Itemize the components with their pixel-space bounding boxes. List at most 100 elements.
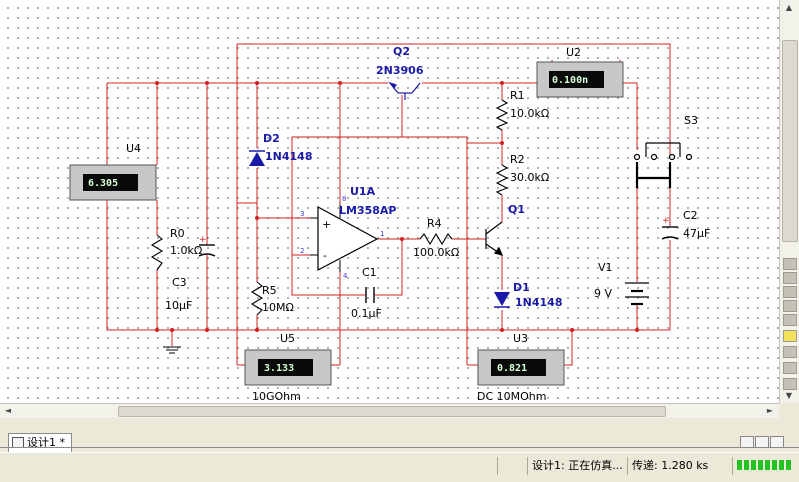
- c3-polarity: +: [199, 235, 207, 245]
- diode-d2[interactable]: [249, 150, 265, 166]
- r1-ref: R1: [510, 89, 525, 102]
- meter-u5-display: 3.133: [264, 363, 294, 374]
- capacitor-c2[interactable]: [661, 226, 679, 240]
- scroll-right-arrow-icon[interactable]: ►: [766, 406, 774, 415]
- design-tab-bar: 设计1 *: [0, 418, 799, 452]
- opamp-pin-4: 4: [343, 272, 348, 280]
- opamp-pin-2: 2: [300, 247, 304, 255]
- progress-segment: [779, 460, 784, 470]
- toolbar-tool-icon[interactable]: [783, 300, 797, 312]
- wire-junctions: [155, 81, 639, 332]
- meter-u5-label: U5: [280, 332, 295, 345]
- progress-segment: [786, 460, 791, 470]
- meter-u2-display: 0.100n: [552, 75, 588, 86]
- horizontal-scrollbar[interactable]: ◄ ►: [0, 403, 779, 418]
- meter-u2[interactable]: 0.100n: [536, 61, 624, 98]
- d1-model: 1N4148: [515, 296, 562, 309]
- c2-polarity: +: [662, 216, 670, 226]
- horizontal-scroll-thumb[interactable]: [118, 406, 666, 417]
- opamp-pin-8: 8: [342, 195, 346, 203]
- status-bar: 设计1: 正在仿真... 传递: 1.280 ks: [0, 452, 799, 482]
- progress-segment: [758, 460, 763, 470]
- capacitor-c1[interactable]: [365, 287, 375, 303]
- progress-segment: [737, 460, 742, 470]
- meter-u3-setting: DC 10MOhm: [477, 390, 546, 403]
- r4-value: 100.0kΩ: [413, 246, 459, 259]
- d2-model: 1N4148: [265, 150, 312, 163]
- meter-u3[interactable]: 0.821: [477, 349, 565, 386]
- opamp-pin-3: 3: [300, 210, 304, 218]
- scroll-left-arrow-icon[interactable]: ◄: [4, 406, 12, 415]
- resistor-r5[interactable]: [250, 281, 264, 316]
- u1a-ref: U1A: [350, 185, 376, 198]
- tab-design-1[interactable]: 设计1 *: [8, 433, 72, 452]
- tab-divider: [0, 447, 799, 448]
- status-transfer: 传递: 1.280 ks: [627, 457, 732, 475]
- opamp-pin-1: 1: [380, 230, 384, 238]
- r1-value: 10.0kΩ: [510, 107, 549, 120]
- r5-ref: R5: [262, 284, 277, 297]
- r5-value: 10MΩ: [262, 301, 294, 314]
- switch-s3[interactable]: [633, 142, 693, 188]
- r0-value: 1.0kΩ: [170, 244, 202, 257]
- toolbar-tool-icon[interactable]: [783, 286, 797, 298]
- meter-u4-label: U4: [126, 142, 141, 155]
- q2-model: 2N3906: [376, 64, 424, 77]
- resistor-r0[interactable]: [150, 234, 164, 271]
- toolbar-tool-icon[interactable]: [783, 346, 797, 358]
- d1-ref: D1: [513, 281, 530, 294]
- q1-ref: Q1: [508, 203, 525, 216]
- meter-u3-label: U3: [513, 332, 528, 345]
- toolbar-tool-icon[interactable]: [783, 362, 797, 374]
- vertical-scroll-thumb[interactable]: [782, 40, 798, 242]
- s3-ref: S3: [684, 114, 698, 127]
- toolbar-tool-icon[interactable]: [783, 314, 797, 326]
- opamp-u1a[interactable]: + -: [310, 205, 379, 272]
- probe-tool-icon[interactable]: [783, 330, 797, 342]
- v1-ref: V1: [598, 261, 613, 274]
- progress-segment: [751, 460, 756, 470]
- opamp-plus-sign: +: [322, 218, 331, 231]
- c2-ref: C2: [683, 209, 698, 222]
- meter-u5-setting: 10GOhm: [252, 390, 301, 403]
- c2-value: 47µF: [683, 227, 710, 240]
- resistor-r2[interactable]: [495, 164, 509, 196]
- resistor-r4[interactable]: [419, 232, 453, 246]
- ground-symbol[interactable]: [163, 346, 181, 354]
- scroll-up-arrow-icon[interactable]: ▲: [785, 3, 793, 12]
- c1-value: 0.1µF: [351, 307, 382, 320]
- scroll-down-arrow-icon[interactable]: ▼: [785, 391, 793, 400]
- v1-value: 9 V: [594, 287, 612, 300]
- toolbar-tool-icon[interactable]: [783, 378, 797, 390]
- transistor-q1[interactable]: [485, 221, 504, 256]
- diode-d1[interactable]: [494, 292, 510, 308]
- c1-ref: C1: [362, 266, 377, 279]
- progress-segment: [772, 460, 777, 470]
- c3-value: 10µF: [165, 299, 192, 312]
- battery-v1[interactable]: [625, 282, 649, 306]
- meter-u5[interactable]: 3.133: [244, 349, 332, 386]
- meter-u4[interactable]: 6.305: [69, 164, 157, 201]
- r4-ref: R4: [427, 217, 442, 230]
- transistor-q2[interactable]: [388, 81, 421, 100]
- progress-segment: [765, 460, 770, 470]
- vertical-scrollbar[interactable]: ▲ ▼: [779, 0, 799, 403]
- meter-u2-label: U2: [566, 46, 581, 59]
- c3-ref: C3: [172, 276, 187, 289]
- d2-ref: D2: [263, 132, 280, 145]
- r0-ref: R0: [170, 227, 185, 240]
- progress-segment: [744, 460, 749, 470]
- schematic-canvas[interactable]: 6.305 U4 0.100n U2 3.133 U5 10GOhm 0.821…: [0, 0, 779, 403]
- opamp-minus-sign: -: [323, 249, 327, 262]
- r2-value: 30.0kΩ: [510, 171, 549, 184]
- resistor-r1[interactable]: [495, 99, 509, 131]
- capacitor-c3[interactable]: [198, 244, 216, 257]
- toolbar-tool-icon[interactable]: [783, 272, 797, 284]
- meter-u3-display: 0.821: [497, 363, 527, 374]
- r2-ref: R2: [510, 153, 525, 166]
- simulation-progress-bar: [732, 457, 795, 475]
- status-design-state: 设计1: 正在仿真...: [527, 457, 623, 475]
- toolbar-tool-icon[interactable]: [783, 258, 797, 270]
- q2-ref: Q2: [393, 45, 410, 58]
- tab-design-1-label: 设计1 *: [27, 436, 65, 449]
